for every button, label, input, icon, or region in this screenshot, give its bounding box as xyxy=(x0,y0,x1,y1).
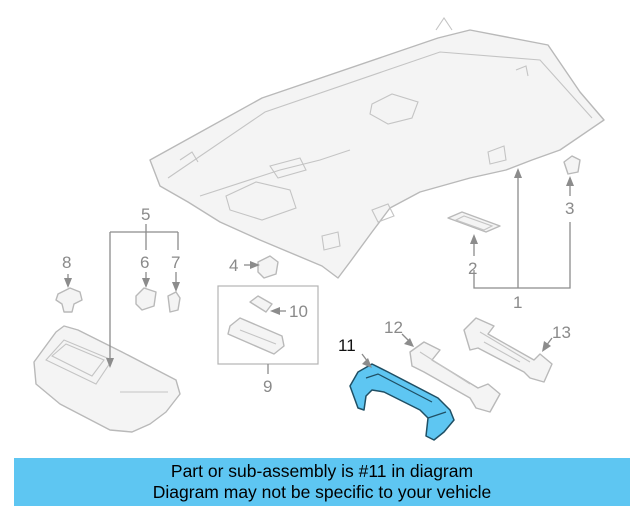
sun-visor-part[interactable] xyxy=(33,325,181,433)
callout-10: 10 xyxy=(289,302,308,321)
banner-line-2: Diagram may not be specific to your vehi… xyxy=(152,482,492,502)
callout-3: 3 xyxy=(565,199,574,218)
parts-diagram: 1 2 3 4 5 6 7 8 9 10 11 12 13 xyxy=(33,17,605,441)
callout-9: 9 xyxy=(263,377,272,396)
banner-line-1: Part or sub-assembly is #11 in diagram xyxy=(170,461,474,481)
callout-1: 1 xyxy=(513,293,522,312)
leader-lines xyxy=(64,168,574,374)
callout-13: 13 xyxy=(552,323,571,342)
callout-2: 2 xyxy=(468,259,477,278)
part-6-bracket[interactable] xyxy=(135,287,157,311)
part-10-bulb[interactable] xyxy=(249,295,273,313)
part-12-grab-handle[interactable] xyxy=(409,341,501,413)
callout-5: 5 xyxy=(141,205,150,224)
callout-labels: 1 2 3 4 5 6 7 8 9 10 11 12 13 xyxy=(62,199,574,396)
part-7-clip[interactable] xyxy=(167,291,181,313)
callout-6: 6 xyxy=(140,253,149,272)
callout-8: 8 xyxy=(62,253,71,272)
callout-7: 7 xyxy=(171,253,180,272)
part-13-grab-handle[interactable] xyxy=(463,317,553,383)
info-banner: Part or sub-assembly is #11 in diagram D… xyxy=(14,458,630,506)
part-3-clip[interactable] xyxy=(563,155,581,175)
callout-12: 12 xyxy=(384,318,403,337)
part-2-pad[interactable] xyxy=(447,211,501,233)
headliner-part[interactable] xyxy=(149,17,605,279)
callout-11: 11 xyxy=(338,336,356,355)
part-4-clip[interactable] xyxy=(257,255,279,279)
part-11-grab-handle-highlighted[interactable] xyxy=(349,363,455,441)
callout-4: 4 xyxy=(229,256,238,275)
part-9-lamp[interactable] xyxy=(227,317,285,355)
part-8-retainer[interactable] xyxy=(55,287,83,313)
